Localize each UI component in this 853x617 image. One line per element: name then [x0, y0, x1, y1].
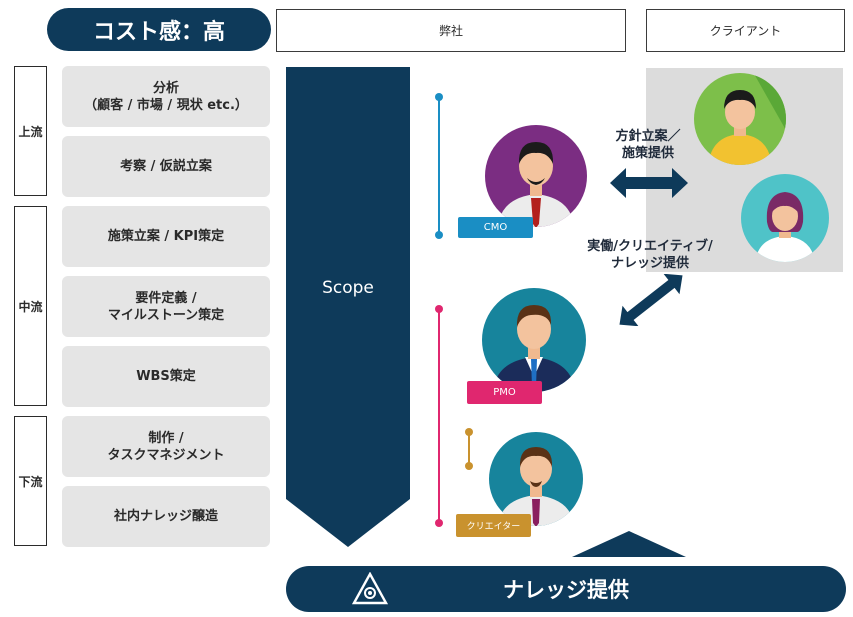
header-client: クライアント: [646, 9, 845, 52]
cmo-tag-label: CMO: [483, 222, 508, 233]
task-knowledge-label: 社内ナレッジ醸造: [113, 509, 218, 524]
task-knowledge: 社内ナレッジ醸造: [62, 486, 270, 547]
cost-title: コスト感：高: [47, 8, 271, 51]
client-avatar-1: [694, 73, 786, 165]
strategy-double-arrow: [610, 168, 688, 198]
pmo-avatar: [482, 288, 586, 392]
phase-downstream-label: 下流: [18, 474, 43, 489]
phase-midstream-label: 中流: [18, 299, 43, 314]
task-analysis: 分析 （顧客 / 市場 / 現状 etc.）: [62, 66, 270, 127]
knowledge-logo-icon: [352, 572, 388, 605]
pmo-timeline: [435, 305, 443, 527]
creator-tag-label: クリエイター: [466, 522, 521, 532]
header-company: 弊社: [276, 9, 626, 52]
cmo-timeline: [435, 93, 443, 239]
header-company-label: 弊社: [438, 24, 463, 38]
phase-downstream: 下流: [14, 416, 47, 546]
scope-arrow: [286, 67, 410, 547]
task-production-label: 制作 / タスクマネジメント: [107, 430, 225, 463]
task-hypothesis-label: 考察 / 仮説立案: [120, 159, 212, 174]
pmo-tag: PMO: [467, 381, 542, 404]
creator-tag: クリエイター: [456, 514, 531, 537]
header-client-label: クライアント: [709, 24, 782, 38]
client-avatar-2: [741, 174, 829, 262]
task-wbs-label: WBS策定: [136, 369, 196, 384]
cmo-avatar: [485, 125, 587, 227]
creator-timeline: [465, 428, 473, 470]
task-wbs: WBS策定: [62, 346, 270, 407]
phase-upstream-label: 上流: [18, 124, 43, 139]
task-hypothesis: 考察 / 仮説立案: [62, 136, 270, 197]
knowledge-bar: ナレッジ提供: [286, 566, 846, 612]
pmo-tag-label: PMO: [493, 387, 516, 398]
task-requirements: 要件定義 / マイルストーン策定: [62, 276, 270, 337]
execution-double-arrow: [619, 274, 683, 326]
phase-midstream: 中流: [14, 206, 47, 406]
phase-upstream: 上流: [14, 66, 47, 196]
strategy-note: 方針立案／ 施策提供: [615, 129, 681, 161]
task-requirements-label: 要件定義 / マイルストーン策定: [107, 290, 225, 323]
task-analysis-label: 分析 （顧客 / 市場 / 現状 etc.）: [84, 80, 248, 113]
task-kpi-label: 施策立案 / KPI策定: [107, 229, 225, 244]
creator-avatar: [489, 432, 583, 526]
task-kpi: 施策立案 / KPI策定: [62, 206, 270, 267]
knowledge-up-arrow: [572, 531, 686, 557]
cost-title-text: コスト感：高: [92, 19, 225, 45]
execution-note: 実働/クリエイティブ/ ナレッジ提供: [587, 239, 713, 271]
cmo-tag: CMO: [458, 217, 533, 238]
task-production: 制作 / タスクマネジメント: [62, 416, 270, 477]
knowledge-bar-label: ナレッジ提供: [503, 578, 629, 602]
scope-label: Scope: [322, 278, 374, 298]
